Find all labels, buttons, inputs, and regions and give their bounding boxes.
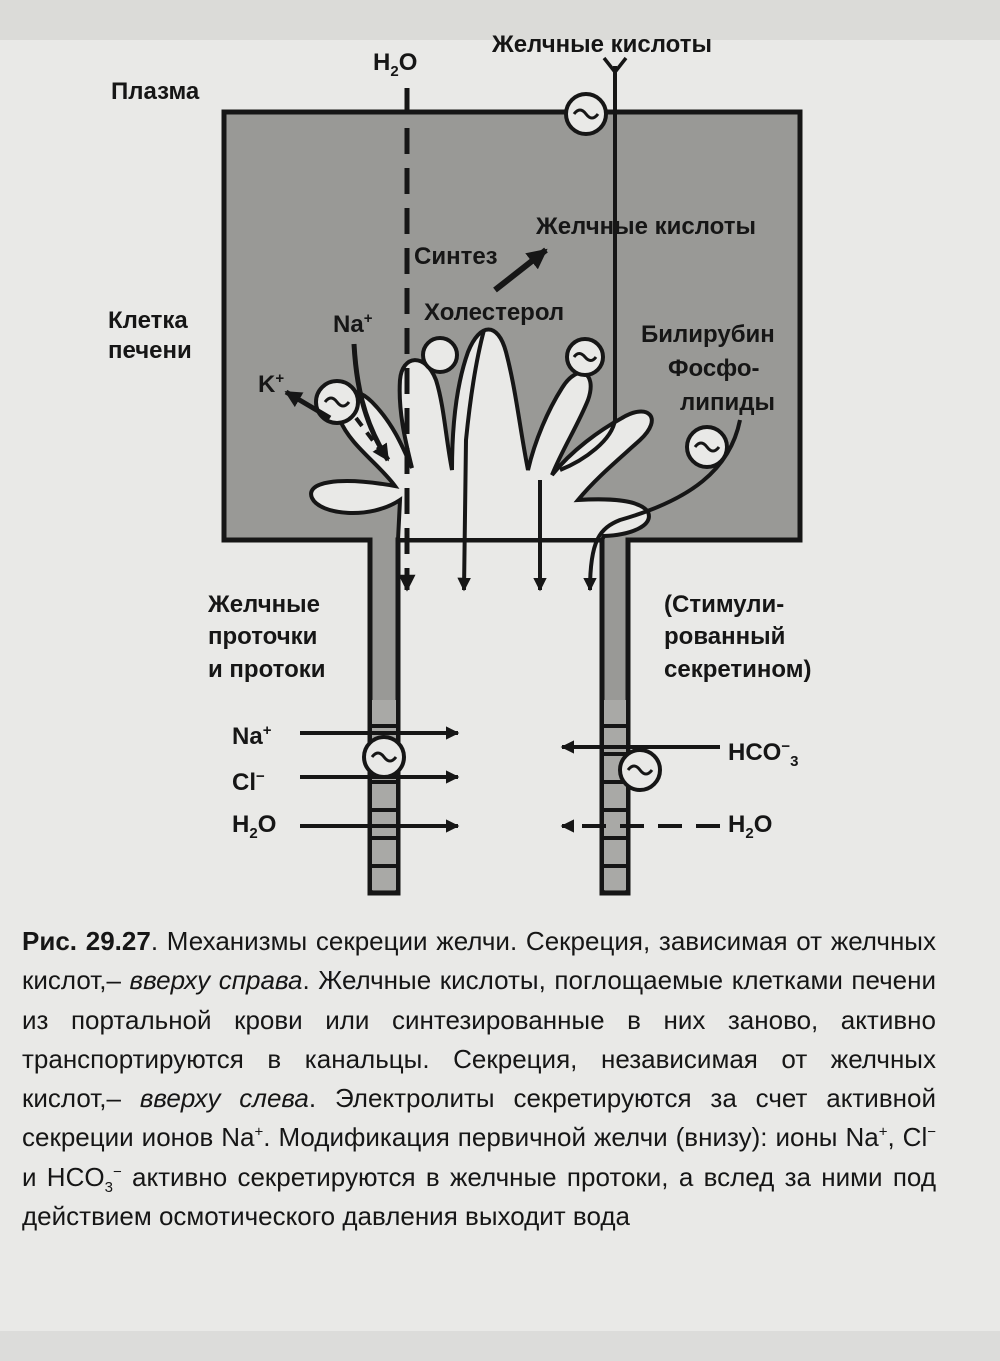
- diagram-canvas: [221, 56, 803, 896]
- synthesis-arrow: [493, 247, 548, 293]
- liver-cell-label-2: печени: [108, 337, 192, 364]
- ducts-label-2: проточки: [208, 623, 318, 650]
- bilirubin-label: Билирубин: [641, 321, 775, 348]
- sodium-label: Na+: [333, 310, 373, 338]
- figure-caption: Рис. 29.27. Механизмы секреции желчи. Се…: [22, 926, 936, 1232]
- page-bleed-top: [0, 0, 1000, 40]
- bile-acid-fork: [602, 56, 628, 75]
- secretin-label-3: секретином): [664, 656, 812, 683]
- bile-acid-uptake-path: [559, 66, 617, 472]
- figure-number: Рис. 29.27: [22, 926, 151, 956]
- duct-hco3-label: HCO−3: [728, 738, 799, 770]
- transporter-bilirubin-phospholipid: [685, 425, 729, 469]
- cholesterol-label: Холестерол: [424, 299, 565, 326]
- secretin-label-2: рованный: [664, 623, 786, 650]
- transporter-bile-acid-canalicular: [565, 337, 605, 377]
- secretin-label-1: (Стимули-: [664, 591, 785, 618]
- bile-secretion-diagram: Плазма H2O Желчные кислоты Клетка печени…: [108, 31, 812, 896]
- duct-transporter-right: [618, 748, 662, 792]
- transporter-cholesterol: [421, 336, 459, 374]
- duct-transporter-left: [362, 735, 406, 779]
- bile-acids-top-label: Желчные кислоты: [492, 31, 712, 58]
- transporter-bile-acid-basolateral: [564, 92, 608, 136]
- transporter-na-k-pump: [314, 379, 360, 425]
- plasma-label: Плазма: [111, 78, 200, 105]
- duct-na-label: Na+: [232, 722, 272, 750]
- duct-h2o-right-label: H2O: [728, 811, 773, 842]
- sodium-path: [351, 343, 391, 462]
- water-top-label: H2O: [373, 49, 418, 80]
- duct-cl-label: Cl−: [232, 768, 265, 796]
- bile-acids-inner-label: Желчные кислоты: [536, 213, 756, 240]
- bilirubin-path: [583, 419, 742, 592]
- ducts-label-1: Желчные: [208, 591, 320, 618]
- pump-flux-dash: [354, 416, 382, 452]
- phospholipids-label-2: липиды: [680, 389, 775, 416]
- liver-cell-label-1: Клетка: [108, 307, 188, 334]
- ducts-label-3: и протоки: [208, 656, 326, 683]
- cholesterol-path: [457, 329, 486, 592]
- duct-wall-left: [372, 700, 396, 890]
- potassium-arrow: [284, 389, 332, 421]
- duct-wall-right: [604, 700, 626, 890]
- potassium-label: K+: [258, 370, 285, 398]
- duct-h2o-left-label: H2O: [232, 811, 277, 842]
- phospholipids-label-1: Фосфо-: [668, 355, 760, 382]
- page-bleed-bottom: [0, 1331, 1000, 1361]
- synthesis-label: Синтез: [414, 243, 498, 270]
